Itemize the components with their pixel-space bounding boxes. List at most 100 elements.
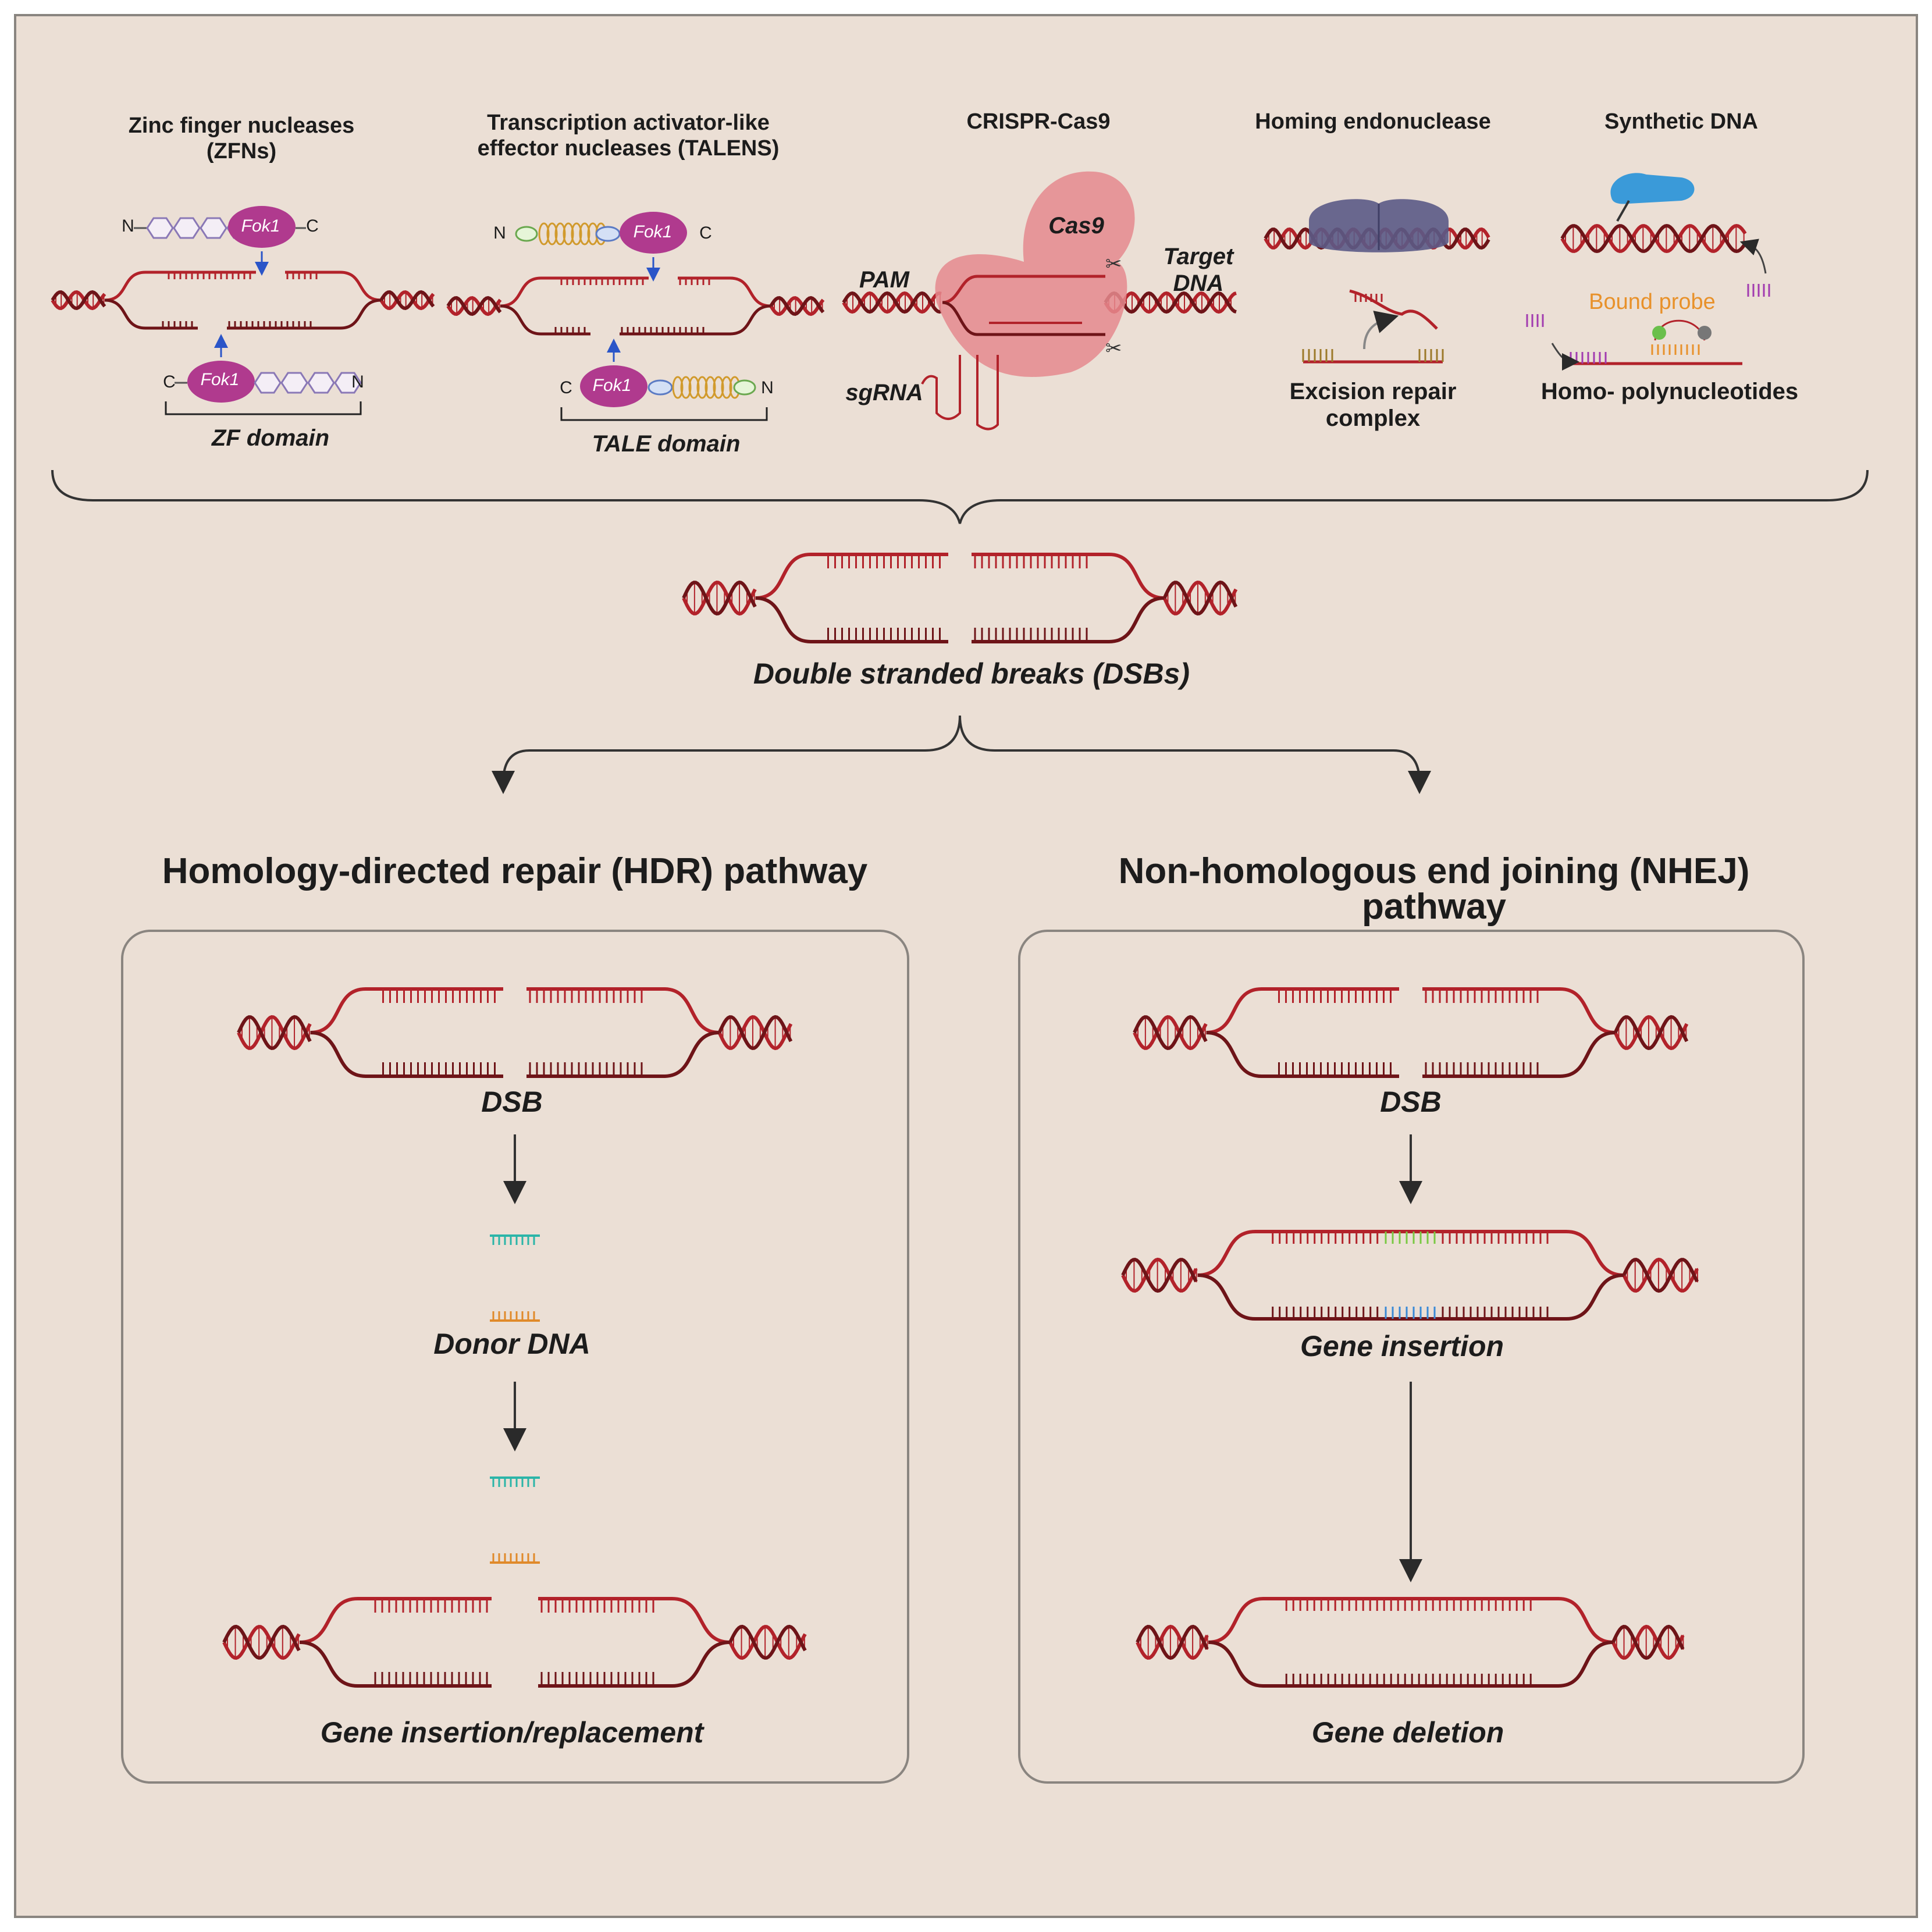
zfn-title-line2: (ZFNs) (206, 138, 277, 163)
sgrna-label: sgRNA (845, 380, 923, 405)
scissors-icon-bottom: ✂ (1105, 337, 1122, 360)
talen-linker-top (595, 226, 621, 242)
dsb-center-label: Double stranded breaks (DSBs) (753, 657, 1190, 690)
hdr-title: Homology-directed repair (HDR) pathway (162, 851, 868, 891)
hdr-result-label: Gene insertion/replacement (320, 1716, 704, 1749)
hand-icon (1610, 173, 1695, 204)
dsb-center-dna-left-helix (682, 580, 757, 616)
probe-quencher (1698, 326, 1712, 340)
zfn-fok1-bottom-label: Fok1 (200, 370, 240, 389)
gene-insertion-label: Gene insertion (1300, 1330, 1504, 1362)
target-dna-line2: DNA (1173, 271, 1224, 296)
sgrna-hairpin (976, 355, 999, 430)
hdr-result-dna-left-helix (222, 1624, 301, 1660)
talen-title-line1: Transcription activator-like (487, 111, 770, 135)
zfn-fok1-top (228, 206, 296, 248)
talen-fok1-top (620, 212, 687, 254)
nhej-dsb-label: DSB (1380, 1086, 1442, 1118)
talen-nls-top (515, 226, 538, 242)
talen-title-line2: effector nucleases (TALENS) (477, 136, 780, 161)
talen-nls-bottom (733, 379, 756, 396)
cas9-label: Cas9 (1048, 213, 1104, 239)
zfn-dna (51, 271, 435, 330)
synthetic-arrow (1739, 239, 1767, 274)
talen-dna (446, 276, 825, 336)
homo-polynucleotides-label: Homo- polynucleotides (1540, 379, 1799, 404)
talen-tale-domain-bottom (672, 376, 741, 399)
talen-c-top: C (699, 223, 712, 243)
nhej-title-line2: pathway (1361, 887, 1507, 927)
excision-complex-label: Excision repair complex (1251, 378, 1495, 432)
zfn-fok1-top-label: Fok1 (241, 216, 280, 236)
talen-n-top: N (493, 223, 506, 243)
zfn-dna-left-helix (51, 290, 106, 311)
target-dna-label: Target DNA (1152, 243, 1245, 297)
nhej-dsb-dna (1133, 987, 1689, 1078)
nhej-insertion-dna (1121, 1230, 1699, 1321)
hdr-result-dna-right-helix (728, 1624, 807, 1660)
zfn-n-top: N (122, 216, 134, 236)
nhej-insertion-dna-left-helix (1121, 1257, 1198, 1293)
zfn-c-bottom: C (163, 372, 176, 392)
synthetic-dna-helix (1560, 223, 1747, 254)
excised-fragment (1349, 289, 1438, 330)
nhej-deletion-dna (1136, 1597, 1685, 1688)
talen-dna-left-helix (446, 296, 502, 316)
zf-domain-label: ZF domain (211, 425, 330, 451)
dsb-center-dna (682, 553, 1238, 643)
technique-brace (51, 469, 1869, 524)
tale-domain-bracket (560, 407, 768, 421)
nhej-insertion-dna-right-helix (1622, 1257, 1699, 1293)
tale-domain-label: TALE domain (592, 431, 741, 457)
branch-arrow-hdr (492, 715, 961, 794)
nhej-deletion-dna-right-helix (1611, 1624, 1685, 1660)
talen-fok1-top-label: Fok1 (633, 222, 673, 241)
talen-fok1-bottom-label: Fok1 (592, 376, 632, 395)
homing-title: Homing endonuclease (1255, 109, 1491, 134)
zfn-n-bottom: N (351, 372, 364, 392)
talen-title: Transcription activator-like effector nu… (442, 111, 814, 161)
excision-line2: complex (1325, 405, 1421, 431)
hdr-dsb-dna-left-helix (237, 1015, 312, 1051)
crispr-left-helix (842, 291, 942, 314)
nhej-panel (1018, 930, 1805, 1784)
nhej-dsb-dna-right-helix (1613, 1015, 1689, 1051)
pen-icon (1616, 200, 1630, 222)
branch-arrow-nhej (959, 715, 1431, 794)
bound-probe-label: Bound probe (1589, 290, 1716, 314)
hdr-dsb-label: DSB (481, 1086, 543, 1118)
sgrna-loop (921, 355, 961, 420)
cas9-protein (935, 171, 1135, 377)
crispr-right-helix (1104, 291, 1237, 314)
zf-domain-bracket (165, 401, 362, 415)
homo-arrow (1551, 343, 1579, 371)
gene-deletion-label: Gene deletion (1311, 1716, 1504, 1749)
talen-c-bottom: C (560, 378, 572, 397)
crispr-top-strand (942, 275, 1105, 304)
zfn-title-line1: Zinc finger nucleases (128, 113, 355, 138)
crispr-title: CRISPR-Cas9 (966, 109, 1111, 134)
talen-fok1-bottom (580, 365, 647, 407)
target-dna-line1: Target (1163, 244, 1234, 269)
zfn-title: Zinc finger nucleases (ZFNs) (87, 113, 396, 164)
dsb-center-dna-right-helix (1162, 580, 1238, 616)
hdr-dsb-dna (237, 987, 793, 1078)
nhej-deletion-dna-left-helix (1136, 1624, 1209, 1660)
excision-arrow (1363, 311, 1399, 350)
pam-label: PAM (859, 267, 909, 293)
synthetic-title: Synthetic DNA (1604, 109, 1758, 134)
nhej-title: Non-homologous end joining (NHEJ) pathwa… (1024, 851, 1844, 928)
excision-line1: Excision repair (1289, 379, 1457, 404)
zfn-zf-domain-bottom (254, 372, 362, 394)
zfn-c-top: C (306, 216, 319, 236)
nhej-title-line1: Non-homologous end joining (NHEJ) (1118, 851, 1750, 891)
talen-dna-right-helix (769, 296, 825, 316)
talen-n-bottom: N (761, 378, 774, 397)
zfn-dna-right-helix (379, 290, 435, 311)
scissors-icon-top: ✂ (1105, 253, 1122, 275)
crispr-bottom-strand (942, 301, 1105, 336)
hdr-dsb-dna-right-helix (717, 1015, 793, 1051)
probe-fluorophore (1652, 326, 1666, 340)
zfn-fok1-bottom (187, 361, 255, 403)
